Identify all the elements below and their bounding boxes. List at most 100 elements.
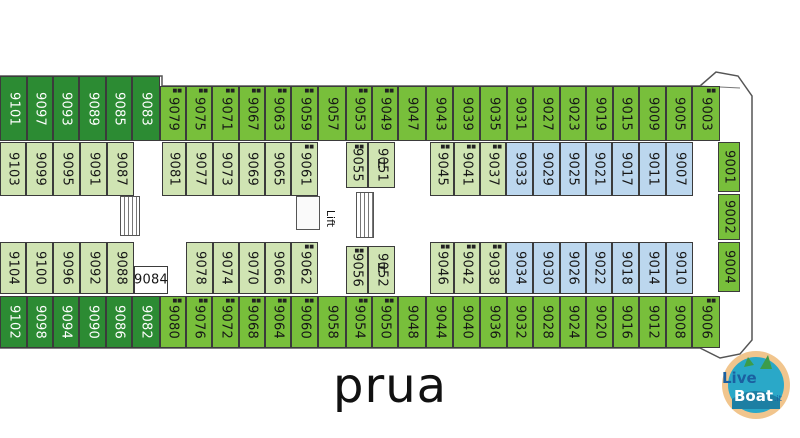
cabin-9086[interactable]: 9086 — [106, 296, 132, 348]
cabin-9076[interactable]: 9076■■ — [186, 296, 212, 348]
cabin-9098[interactable]: 9098 — [27, 296, 53, 348]
cabin-9012[interactable]: 9012 — [639, 296, 666, 348]
cabin-9072[interactable]: 9072■■ — [212, 296, 239, 348]
cabin-9020[interactable]: 9020 — [586, 296, 613, 348]
cabin-9009[interactable]: 9009 — [639, 86, 666, 141]
cabin-9065[interactable]: 9065 — [265, 142, 291, 196]
cabin-9060[interactable]: 9060■■ — [291, 296, 318, 348]
cabin-9015[interactable]: 9015 — [613, 86, 639, 141]
cabin-9067[interactable]: 9067■■ — [239, 86, 265, 141]
cabin-9082[interactable]: 9082 — [132, 296, 160, 348]
cabin-9046[interactable]: 9046■■ — [430, 242, 454, 294]
cabin-9039[interactable]: 9039 — [453, 86, 480, 141]
cabin-9021[interactable]: 9021 — [586, 142, 612, 196]
cabin-9102[interactable]: 9102 — [0, 296, 27, 348]
cabin-9085[interactable]: 9085 — [106, 76, 132, 141]
cabin-9007[interactable]: 9007 — [666, 142, 693, 196]
cabin-9042[interactable]: 9042■■ — [454, 242, 480, 294]
cabin-9061[interactable]: 9061■■ — [291, 142, 318, 196]
cabin-9030[interactable]: 9030 — [533, 242, 560, 294]
cabin-9036[interactable]: 9036 — [480, 296, 507, 348]
cabin-9034[interactable]: 9034 — [506, 242, 533, 294]
cabin-9084[interactable]: 9084 — [134, 266, 168, 294]
cabin-9025[interactable]: 9025 — [560, 142, 586, 196]
cabin-9056[interactable]: 9056■■ — [346, 246, 368, 294]
cabin-9080[interactable]: 9080■■ — [160, 296, 186, 348]
cabin-9071[interactable]: 9071■■ — [212, 86, 239, 141]
cabin-9094[interactable]: 9094 — [53, 296, 79, 348]
cabin-9045[interactable]: 9045■■ — [430, 142, 454, 196]
cabin-9087[interactable]: 9087 — [107, 142, 134, 196]
cabin-9091[interactable]: 9091 — [80, 142, 107, 196]
cabin-9096[interactable]: 9096 — [53, 242, 80, 294]
cabin-9063[interactable]: 9063■■ — [265, 86, 291, 141]
cabin-9062[interactable]: 9062■■ — [291, 242, 318, 294]
cabin-9033[interactable]: 9033 — [506, 142, 533, 196]
cabin-9054[interactable]: 9054■■ — [346, 296, 372, 348]
cabin-9048[interactable]: 9048 — [398, 296, 426, 348]
cabin-9044[interactable]: 9044 — [426, 296, 453, 348]
cabin-9090[interactable]: 9090 — [79, 296, 106, 348]
cabin-9079[interactable]: 9079■■ — [160, 86, 186, 141]
cabin-9092[interactable]: 9092 — [80, 242, 107, 294]
cabin-9097[interactable]: 9097 — [27, 76, 53, 141]
cabin-9055[interactable]: 9055■■ — [346, 142, 368, 188]
cabin-9032[interactable]: 9032 — [507, 296, 533, 348]
cabin-9040[interactable]: 9040 — [453, 296, 480, 348]
cabin-9047[interactable]: 9047 — [398, 86, 426, 141]
cabin-9059[interactable]: 9059■■ — [291, 86, 318, 141]
cabin-9024[interactable]: 9024 — [560, 296, 586, 348]
cabin-9014[interactable]: 9014 — [639, 242, 666, 294]
cabin-9043[interactable]: 9043 — [426, 86, 453, 141]
cabin-9104[interactable]: 9104 — [0, 242, 26, 294]
cabin-9008[interactable]: 9008 — [666, 296, 692, 348]
cabin-9019[interactable]: 9019 — [586, 86, 613, 141]
cabin-9028[interactable]: 9028 — [533, 296, 560, 348]
cabin-9101[interactable]: 9101 — [0, 76, 27, 141]
cabin-9022[interactable]: 9022 — [586, 242, 612, 294]
cabin-9031[interactable]: 9031 — [507, 86, 533, 141]
cabin-9010[interactable]: 9010 — [666, 242, 693, 294]
cabin-9088[interactable]: 9088 — [107, 242, 134, 294]
cabin-9073[interactable]: 9073 — [213, 142, 239, 196]
cabin-9075[interactable]: 9075■■ — [186, 86, 212, 141]
cabin-9068[interactable]: 9068■■ — [239, 296, 265, 348]
cabin-9057[interactable]: 9057 — [318, 86, 346, 141]
cabin-9004[interactable]: 9004 — [718, 242, 740, 292]
cabin-9011[interactable]: 9011 — [639, 142, 666, 196]
cabin-9074[interactable]: 9074 — [213, 242, 239, 294]
cabin-9038[interactable]: 9038■■ — [480, 242, 506, 294]
cabin-9095[interactable]: 9095 — [53, 142, 80, 196]
cabin-9027[interactable]: 9027 — [533, 86, 560, 141]
cabin-9041[interactable]: 9041■■ — [454, 142, 480, 196]
cabin-9003[interactable]: 9003■■ — [692, 86, 720, 141]
cabin-9064[interactable]: 9064■■ — [265, 296, 291, 348]
cabin-9069[interactable]: 9069 — [239, 142, 265, 196]
cabin-9017[interactable]: 9017 — [612, 142, 639, 196]
cabin-9099[interactable]: 9099 — [26, 142, 53, 196]
cabin-9006[interactable]: 9006■■ — [692, 296, 720, 348]
cabin-9070[interactable]: 9070 — [239, 242, 265, 294]
cabin-9035[interactable]: 9035 — [480, 86, 507, 141]
cabin-9029[interactable]: 9029 — [533, 142, 560, 196]
cabin-9093[interactable]: 9093 — [53, 76, 79, 141]
cabin-9066[interactable]: 9066 — [265, 242, 291, 294]
cabin-9050[interactable]: 9050■■ — [372, 296, 398, 348]
cabin-9018[interactable]: 9018 — [612, 242, 639, 294]
cabin-9078[interactable]: 9078 — [186, 242, 213, 294]
cabin-9103[interactable]: 9103 — [0, 142, 26, 196]
cabin-9058[interactable]: 9058 — [318, 296, 346, 348]
cabin-9037[interactable]: 9037■■ — [480, 142, 506, 196]
cabin-9089[interactable]: 9089 — [79, 76, 106, 141]
cabin-9023[interactable]: 9023 — [560, 86, 586, 141]
cabin-9049[interactable]: 9049■■ — [372, 86, 398, 141]
cabin-9077[interactable]: 9077 — [186, 142, 213, 196]
cabin-9081[interactable]: 9081 — [162, 142, 186, 196]
cabin-9053[interactable]: 9053■■ — [346, 86, 372, 141]
cabin-9016[interactable]: 9016 — [613, 296, 639, 348]
cabin-9005[interactable]: 9005 — [666, 86, 692, 141]
cabin-9100[interactable]: 9100 — [26, 242, 53, 294]
cabin-9001[interactable]: 9001 — [718, 142, 740, 192]
